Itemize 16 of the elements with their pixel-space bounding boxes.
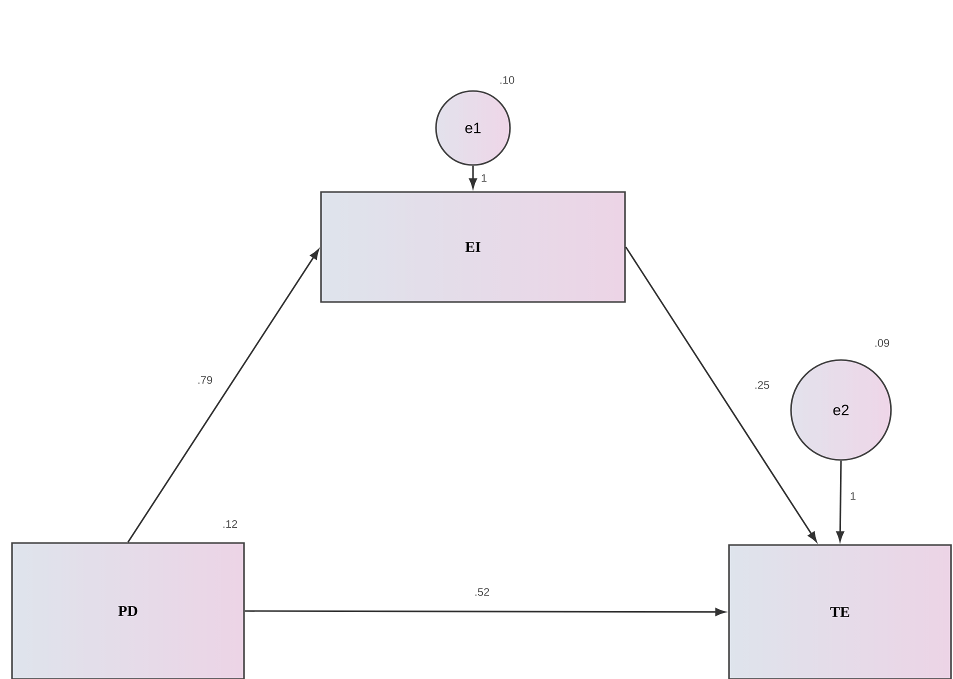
edge-label: .79 <box>196 375 214 385</box>
arrow <box>469 166 477 188</box>
variance-label: .09 <box>875 339 890 347</box>
variance-label: .10 <box>500 76 514 84</box>
arrow <box>244 608 726 616</box>
variable-box: PD <box>11 542 245 679</box>
edge-label: 1 <box>848 491 858 501</box>
variable-box: TE <box>728 544 952 679</box>
edge-label: 1 <box>480 173 488 183</box>
variable-box: EI <box>320 191 626 303</box>
edge-label: .52 <box>473 587 491 597</box>
edge-label: .25 <box>753 380 771 390</box>
arrow <box>625 246 817 542</box>
arrow <box>836 460 844 542</box>
variance-label: .12 <box>223 520 238 528</box>
arrow <box>127 249 320 543</box>
